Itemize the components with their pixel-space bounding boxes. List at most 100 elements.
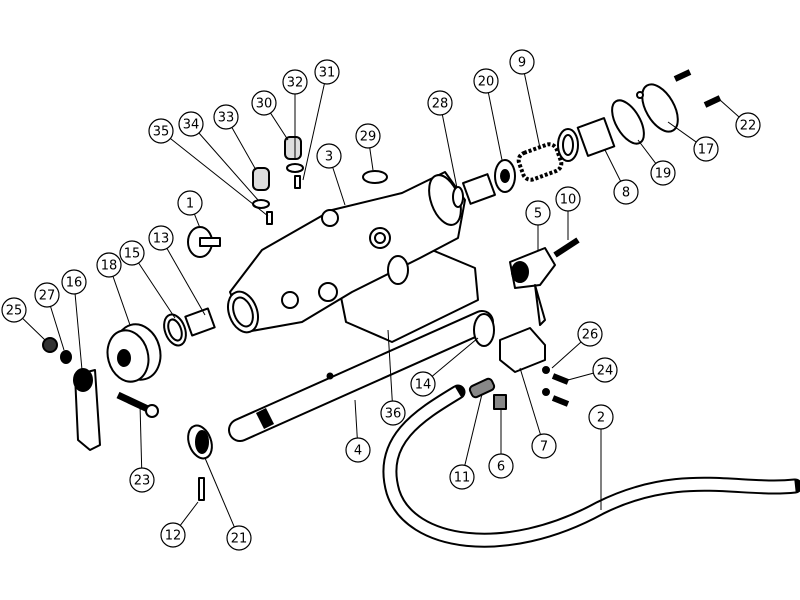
leader-line (74, 293, 83, 371)
callout-number: 19 (655, 167, 672, 182)
callout-20: 20 (473, 68, 503, 161)
callout-circle (449, 464, 475, 490)
screws-24 (542, 366, 570, 407)
callout-3: 3 (316, 143, 346, 206)
leader-line (138, 262, 176, 319)
callout-10: 10 (555, 186, 581, 240)
washer-27 (60, 350, 72, 364)
callout-2: 2 (588, 404, 614, 510)
callout-26: 26 (551, 321, 603, 369)
callout-number: 35 (153, 125, 170, 140)
callout-circle (509, 49, 535, 75)
bushing-20a (462, 173, 496, 205)
callout-number: 15 (124, 247, 141, 262)
callout-number: 10 (560, 193, 577, 208)
housing-part (227, 171, 479, 343)
bushing-8 (576, 117, 616, 157)
callout-circle (531, 433, 557, 459)
callout-number: 12 (165, 529, 182, 544)
pulley-18 (106, 323, 162, 383)
callout-number: 1 (186, 197, 194, 212)
bolt-23 (116, 391, 159, 418)
callout-circle (314, 59, 340, 85)
callout-4: 4 (345, 399, 371, 463)
leader-line (441, 114, 458, 189)
callout-number: 5 (534, 207, 542, 222)
callout-32: 32 (282, 69, 308, 160)
callout-number: 7 (540, 440, 548, 455)
leader-line (464, 393, 483, 466)
callout-13: 13 (148, 225, 206, 316)
callout-layer: 1234567891011121314151617181920212223242… (1, 49, 761, 551)
callout-8: 8 (604, 149, 639, 205)
callout-number: 24 (597, 364, 614, 379)
leader-line (112, 276, 131, 326)
callout-number: 16 (66, 276, 83, 291)
callout-29: 29 (355, 123, 381, 171)
seal-8a (557, 128, 579, 162)
leader-line (604, 149, 622, 182)
leader-line (431, 337, 479, 377)
callout-circle (226, 525, 252, 551)
callout-number: 2 (597, 411, 605, 426)
callout-number: 27 (39, 289, 56, 304)
callout-number: 28 (432, 97, 449, 112)
callout-circle (473, 68, 499, 94)
callout-11: 11 (449, 393, 483, 490)
callout-circle (345, 437, 371, 463)
oring-28 (452, 186, 464, 208)
callout-18: 18 (96, 252, 131, 326)
callout-5: 5 (525, 200, 551, 250)
callout-circle (96, 252, 122, 278)
leader-line (523, 73, 541, 149)
callout-circle (148, 118, 174, 144)
callout-number: 25 (6, 304, 23, 319)
callout-circle (577, 321, 603, 347)
cover-17 (636, 83, 679, 133)
block-7 (499, 327, 546, 373)
plug-part (187, 226, 221, 258)
callout-circle (129, 467, 155, 493)
callout-7: 7 (519, 367, 557, 459)
callout-circle (282, 69, 308, 95)
callout-circle (735, 112, 761, 138)
callout-circle (525, 200, 551, 226)
leader-line (369, 147, 374, 171)
callout-22: 22 (719, 99, 761, 138)
callout-1: 1 (177, 190, 203, 229)
callout-6: 6 (488, 410, 514, 479)
callout-circle (588, 404, 614, 430)
callout-14: 14 (410, 337, 479, 397)
callout-36: 36 (380, 329, 406, 426)
callout-33: 33 (213, 104, 257, 171)
callout-number: 36 (385, 407, 402, 422)
callout-circle (555, 186, 581, 212)
callout-number: 17 (698, 143, 715, 158)
callout-number: 34 (183, 118, 200, 133)
callout-circle (160, 522, 186, 548)
callout-number: 11 (454, 471, 471, 486)
callout-number: 13 (153, 232, 170, 247)
arm-16 (73, 368, 101, 451)
leader-line (302, 83, 325, 181)
washer-20 (494, 159, 516, 193)
leader-line (198, 132, 259, 201)
leader-line (719, 99, 740, 118)
hose-part (382, 384, 800, 548)
callout-35: 35 (148, 118, 269, 217)
callout-number: 32 (287, 76, 304, 91)
pin-12 (198, 477, 205, 501)
callout-circle (61, 269, 87, 295)
leader-line (139, 403, 143, 469)
callout-16: 16 (61, 269, 87, 371)
callout-circle (380, 400, 406, 426)
callout-circle (427, 90, 453, 116)
callout-circle (355, 123, 381, 149)
callout-circle (1, 297, 27, 323)
valve-33 (252, 167, 273, 225)
leader-line (637, 139, 657, 164)
callout-circle (148, 225, 174, 251)
callout-12: 12 (160, 501, 199, 548)
callout-number: 18 (101, 259, 118, 274)
